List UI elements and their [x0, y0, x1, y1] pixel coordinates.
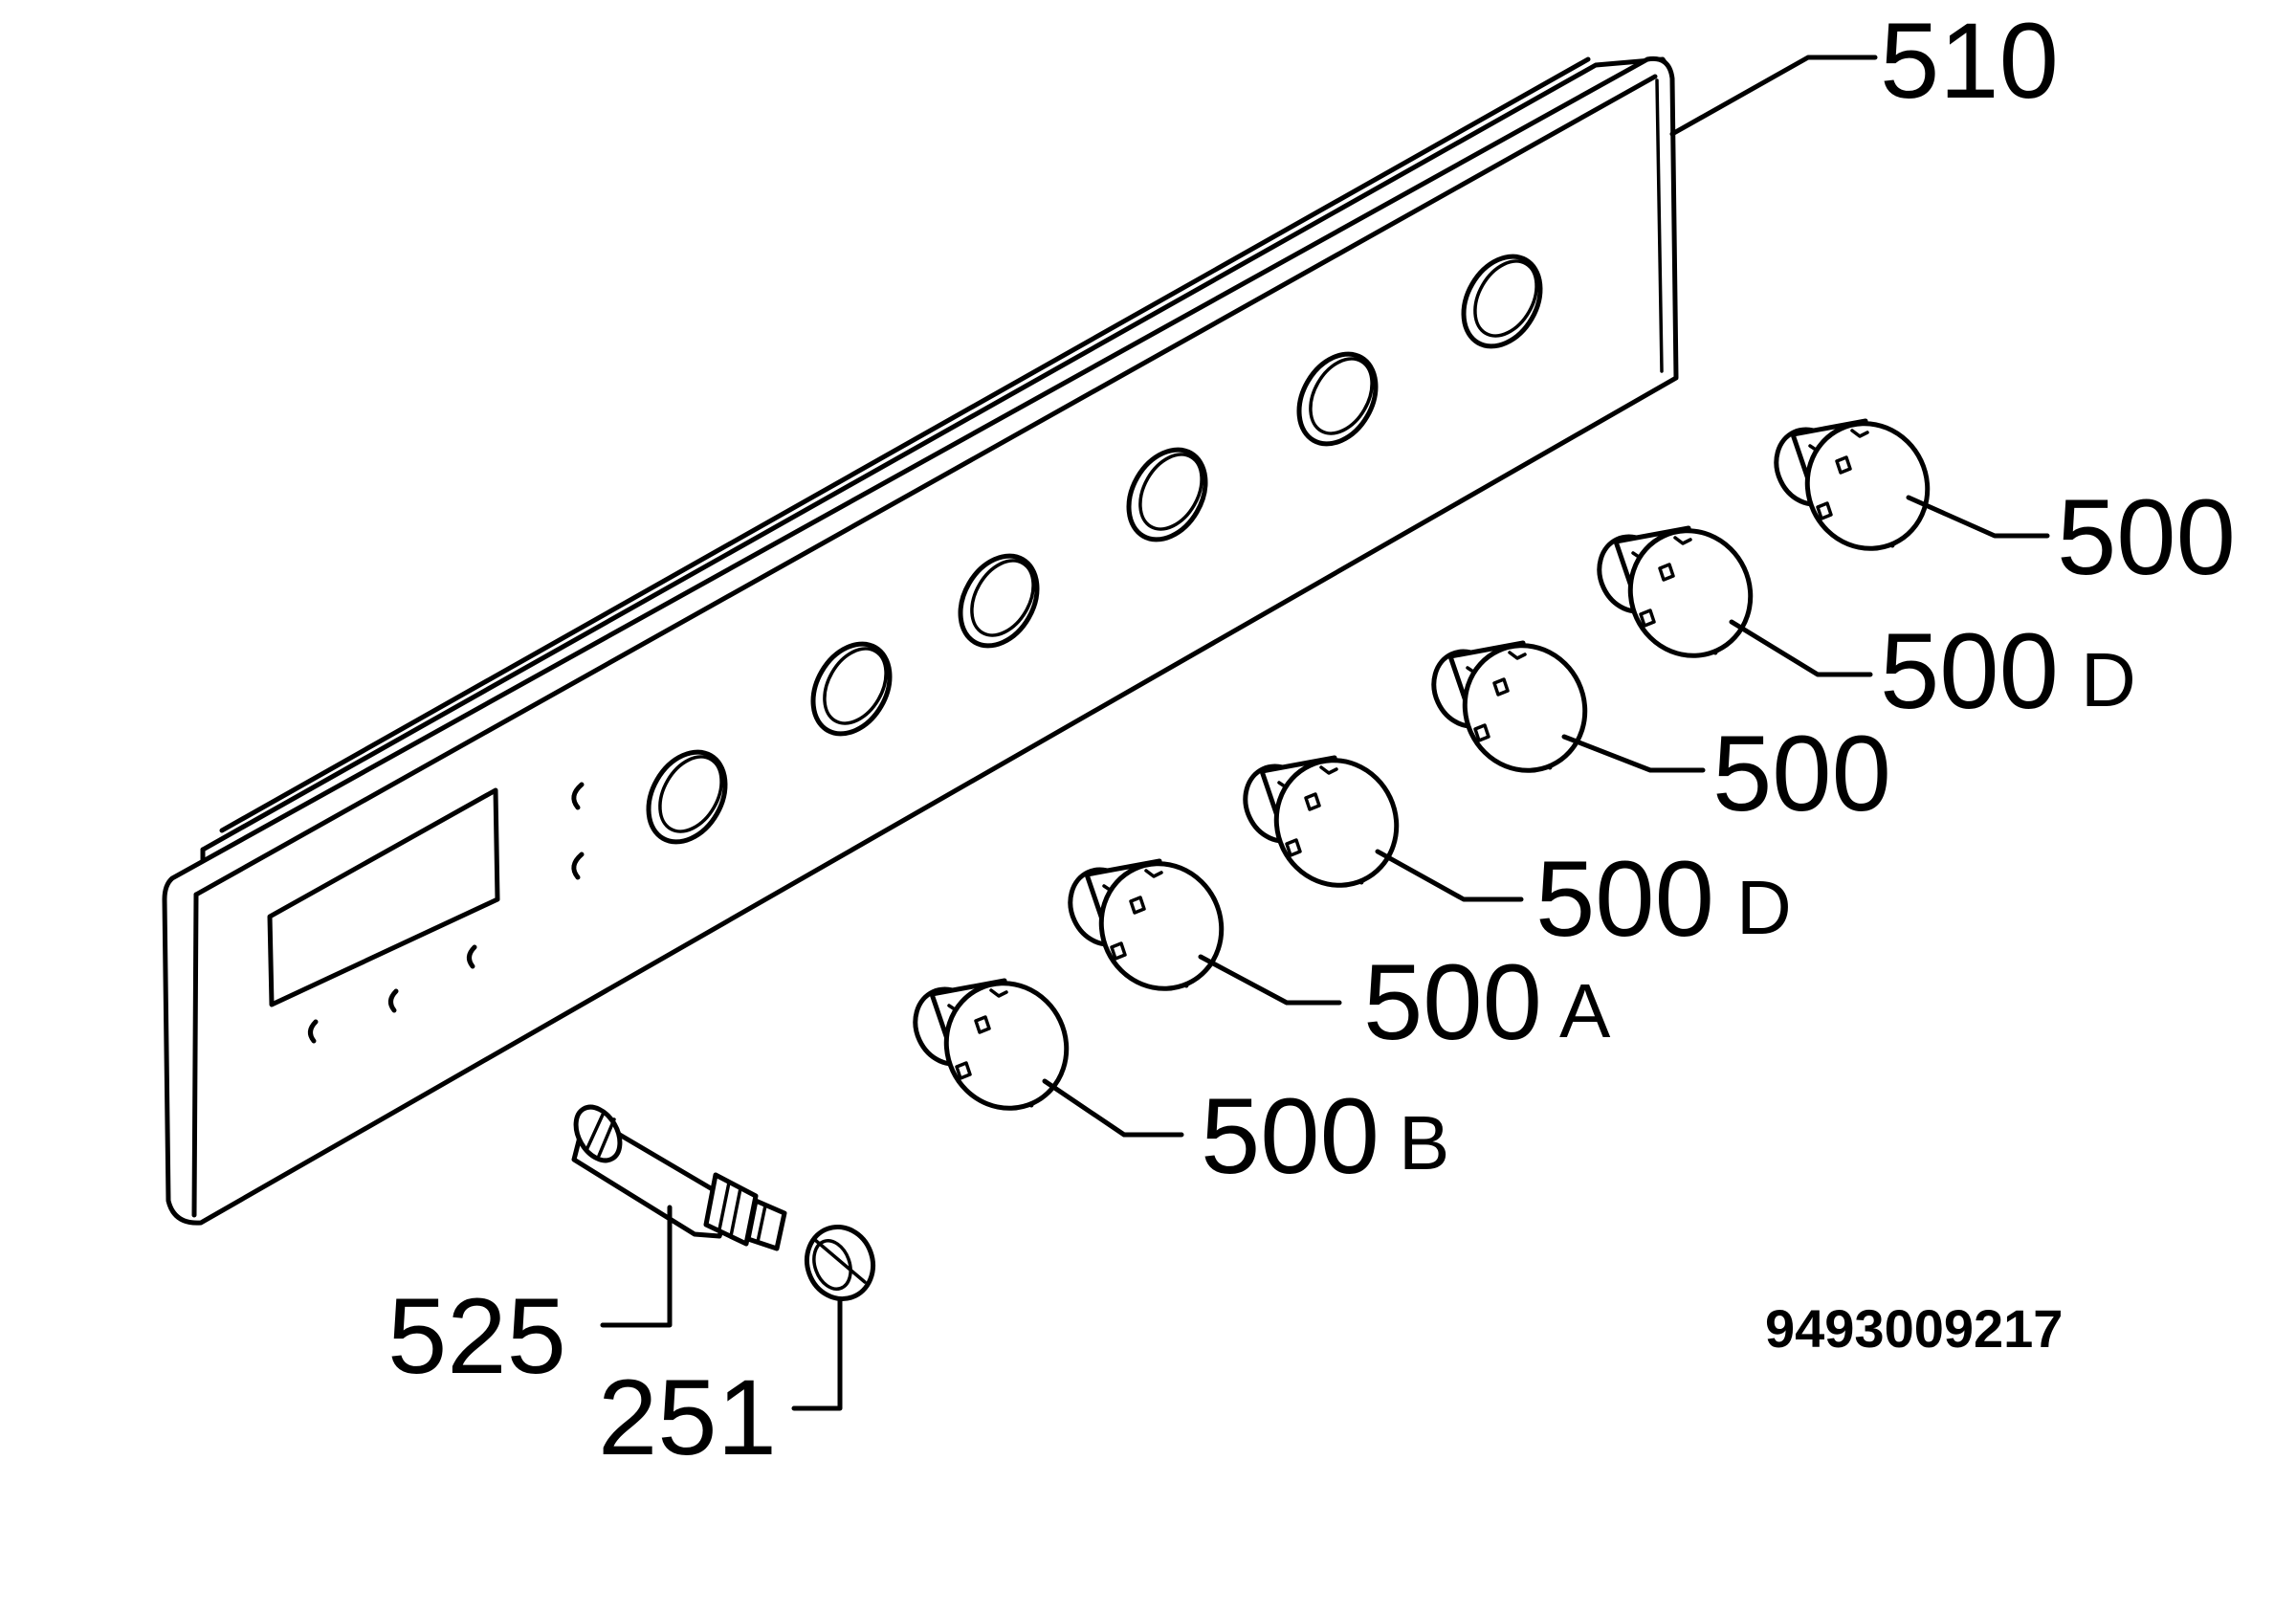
- knob-hole: [1296, 351, 1379, 447]
- label-251: 251: [598, 1358, 777, 1477]
- drawing-code: 9493009217: [1765, 1298, 2063, 1359]
- leader-line-knob-2: [1729, 619, 1873, 677]
- label-knob-5: 500: [1363, 942, 1542, 1062]
- leader-line-251: [791, 1298, 843, 1411]
- indicator-mark: [467, 944, 477, 969]
- cap-251: [805, 1224, 875, 1302]
- leader-line-525: [600, 1205, 673, 1328]
- control-panel: [162, 55, 1679, 1226]
- knob-hole: [810, 641, 893, 737]
- knob-hole: [646, 749, 728, 845]
- knob-hole: [958, 553, 1040, 649]
- leader-line-knob-4: [1375, 849, 1524, 902]
- label-525: 525: [387, 1276, 566, 1396]
- indicator-mark: [571, 782, 585, 810]
- indicator-mark: [388, 988, 399, 1013]
- indicator-mark: [571, 852, 585, 880]
- leader-line-510: [1669, 55, 1878, 137]
- label-knob-6-suffix: B: [1399, 1100, 1449, 1185]
- label-knob-2-suffix: D: [2081, 637, 2136, 722]
- knob-hole: [1461, 254, 1543, 349]
- label-510: 510: [1880, 1, 2059, 121]
- knob-500d-2: [1233, 741, 1417, 905]
- knob-500-2: [1422, 626, 1605, 790]
- label-knob-4-suffix: D: [1736, 865, 1792, 950]
- knob-hole: [1126, 447, 1208, 542]
- leader-line-knob-5: [1198, 954, 1342, 1006]
- leader-line-knob-6: [1042, 1078, 1184, 1138]
- leader-line-knob-3: [1561, 734, 1706, 773]
- label-knob-4: 500: [1535, 839, 1714, 959]
- display-window: [267, 787, 500, 1007]
- knob-500a: [1058, 844, 1242, 1008]
- label-knob-5-suffix: A: [1559, 968, 1611, 1053]
- label-knob-3: 500: [1712, 714, 1891, 833]
- knob-500-1: [1764, 404, 1948, 568]
- shaft-525: [571, 1104, 787, 1251]
- knob-500d-1: [1587, 511, 1771, 675]
- label-knob-6: 500: [1201, 1076, 1380, 1196]
- label-knob-1: 500: [2057, 477, 2236, 597]
- label-knob-2: 500: [1880, 611, 2059, 731]
- indicator-mark: [308, 1019, 319, 1044]
- leader-line-knob-1: [1906, 495, 2050, 539]
- knob-500b: [903, 963, 1087, 1128]
